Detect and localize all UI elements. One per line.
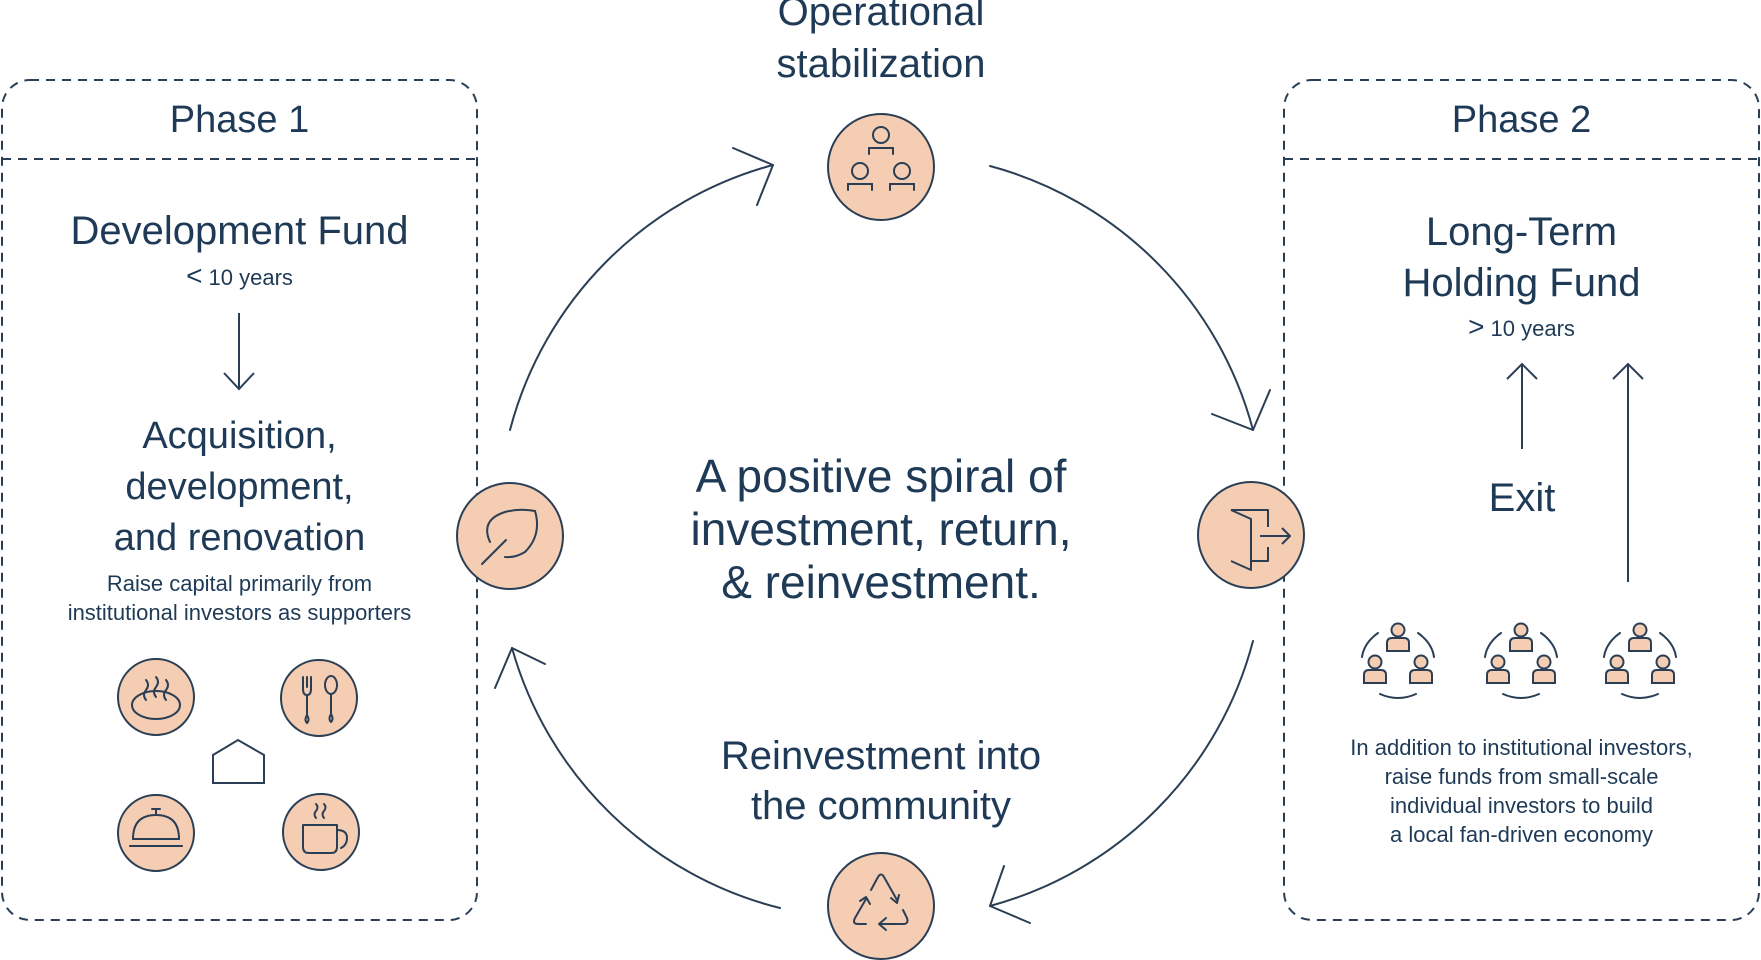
- phase2-duration: > 10 years: [1284, 312, 1759, 344]
- center-title-line: & reinvestment.: [721, 556, 1041, 608]
- activity-line: development,: [125, 466, 354, 508]
- bottom-label-line: Reinvestment into: [720, 734, 1042, 778]
- house-icon: [212, 738, 265, 784]
- exit-door-icon: [1230, 509, 1291, 571]
- activity-line: Acquisition,: [142, 415, 337, 457]
- cutlery-icon: [280, 659, 358, 737]
- community-group-icon: [1361, 622, 1435, 699]
- phase1-title: Phase 1: [169, 99, 310, 141]
- description-line: raise funds from small-scale: [1384, 764, 1659, 789]
- phase2-title: Phase 2: [1451, 99, 1592, 141]
- phase1-description: Raise capital primarily from institution…: [2, 569, 477, 627]
- description-line: individual investors to build: [1390, 793, 1653, 818]
- phase1-duration-value: 10 years: [208, 265, 293, 290]
- arc-right-to-bottom: [989, 640, 1254, 924]
- exit-label: Exit: [1488, 476, 1556, 520]
- recycle-icon: [853, 873, 909, 931]
- node-left: [456, 482, 564, 590]
- hot-spring-icon: [117, 658, 195, 736]
- node-bottom: [827, 852, 935, 960]
- phase1-duration: < 10 years: [2, 261, 477, 293]
- phase1-activity: Acquisition, development, and renovation: [2, 411, 477, 564]
- center-title-line: investment, return,: [690, 503, 1072, 555]
- bottom-node-label: Reinvestment into the community: [681, 731, 1081, 831]
- fund-name-line: Holding Fund: [1402, 261, 1641, 305]
- leaf-icon: [481, 508, 538, 565]
- center-title: A positive spiral of investment, return,…: [631, 450, 1131, 609]
- phase2-fund-name: Long-Term Holding Fund: [1284, 207, 1759, 309]
- description-line: a local fan-driven economy: [1390, 822, 1653, 847]
- center-title-line: A positive spiral of: [695, 450, 1067, 502]
- greater-than-symbol: >: [1468, 311, 1485, 342]
- community-groups: [1361, 622, 1677, 699]
- arc-bottom-to-left: [494, 647, 781, 909]
- node-right: [1197, 481, 1305, 589]
- top-label-line: stabilization: [776, 42, 986, 86]
- top-node-label: Operational stabilization: [681, 0, 1081, 90]
- bottom-label-line: the community: [750, 784, 1012, 828]
- description-line: Raise capital primarily from: [106, 571, 373, 596]
- node-top: [827, 113, 935, 221]
- arc-top-to-right: [989, 165, 1271, 431]
- top-label-line: Operational: [777, 0, 985, 34]
- people-group-icon: [847, 126, 915, 191]
- phase2-description: In addition to institutional investors, …: [1284, 733, 1759, 849]
- phase2-community-arrow: [1612, 362, 1644, 582]
- phase2-duration-value: 10 years: [1490, 316, 1575, 341]
- description-line: institutional investors as supporters: [67, 600, 412, 625]
- coffee-cup-icon: [282, 793, 360, 871]
- fund-name-line: Long-Term: [1425, 210, 1618, 254]
- activity-line: and renovation: [113, 517, 366, 559]
- cloche-icon: [117, 794, 195, 872]
- less-than-symbol: <: [186, 260, 203, 291]
- phase1-fund-name: Development Fund: [70, 209, 409, 253]
- phase1-down-arrow: [223, 313, 255, 391]
- community-group-icon: [1484, 622, 1558, 699]
- community-group-icon: [1603, 622, 1677, 699]
- description-line: In addition to institutional investors,: [1350, 735, 1693, 760]
- arc-left-to-top: [509, 147, 774, 431]
- phase2-exit-arrow: [1506, 362, 1538, 449]
